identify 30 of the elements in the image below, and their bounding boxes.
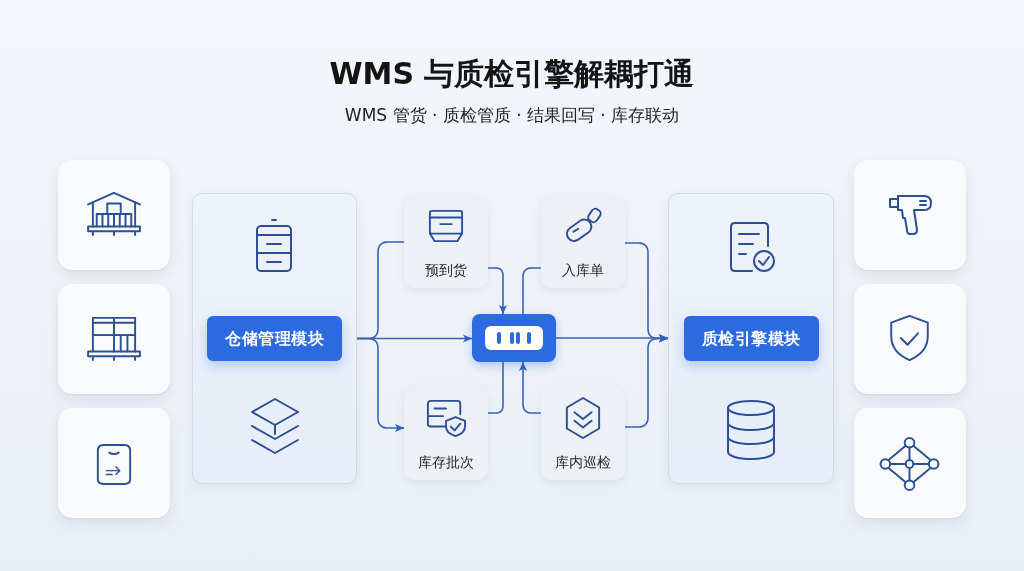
icon-tile — [58, 284, 170, 394]
connector-line — [522, 267, 542, 315]
step-tile — [541, 388, 625, 480]
icon-tile — [854, 160, 966, 270]
step-label: 入库单 — [562, 262, 604, 279]
module-tag — [207, 316, 342, 361]
hub-block — [472, 314, 556, 362]
module-name: 质检引擎模块 — [701, 328, 801, 349]
step-tile — [541, 196, 625, 288]
module-panel — [192, 193, 357, 484]
icon-tile — [58, 408, 170, 518]
connector-arrow — [356, 337, 405, 433]
step-label: 库存批次 — [418, 454, 474, 471]
connector-arrow — [487, 267, 508, 315]
diagram-title: WMS 与质检引擎解耦打通 — [328, 55, 696, 93]
connector-arrow — [518, 361, 542, 414]
connector-arrow — [624, 334, 669, 428]
icon-tile — [854, 284, 966, 394]
step-label: 预到货 — [425, 262, 467, 279]
module-name: 仓储管理模块 — [225, 328, 324, 349]
step-tile — [404, 388, 488, 480]
icon-tile — [58, 160, 170, 270]
step-label: 库内巡检 — [555, 454, 611, 471]
module-panel — [668, 193, 834, 484]
connector-line — [487, 361, 504, 414]
module-tag — [683, 316, 819, 361]
connector-arrow — [555, 333, 669, 343]
icon-tile — [854, 408, 966, 518]
step-tile — [404, 196, 488, 288]
subtitle: WMS 管货 · 质检管质 · 结果回写 · 库存联动 — [343, 104, 681, 127]
